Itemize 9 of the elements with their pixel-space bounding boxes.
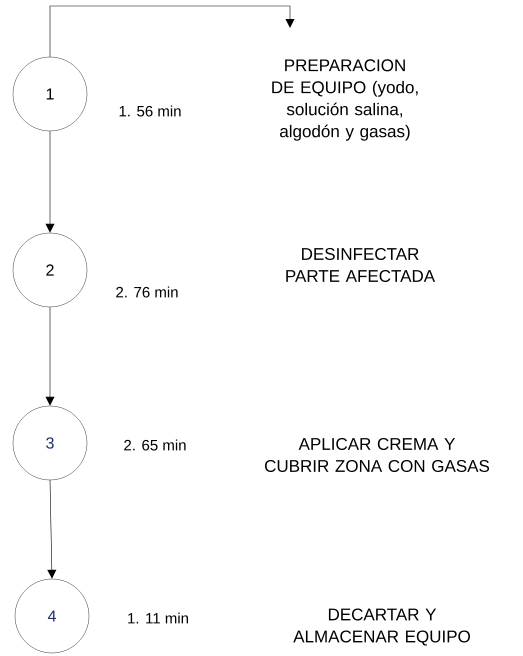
step-description: DESINFECTAR PARTE AFECTADA [286,248,436,282]
duration-label: 1. 56 min [120,105,181,116]
step-description: DECARTAR Y ALMACENAR EQUIPO [293,608,470,646]
arrow [50,6,295,58]
duration-label: 2. 65 min [124,440,186,450]
step-description: APLICAR CREMA Y CUBRIR ZONA CON GASAS [265,438,490,472]
duration-label: 2. 76 min [116,286,178,298]
step-description: PREPARACION DE EQUIPO (yodo, solución salina, algodón y gasas) [272,59,418,141]
duration-label: 1. 11 min [128,612,188,624]
